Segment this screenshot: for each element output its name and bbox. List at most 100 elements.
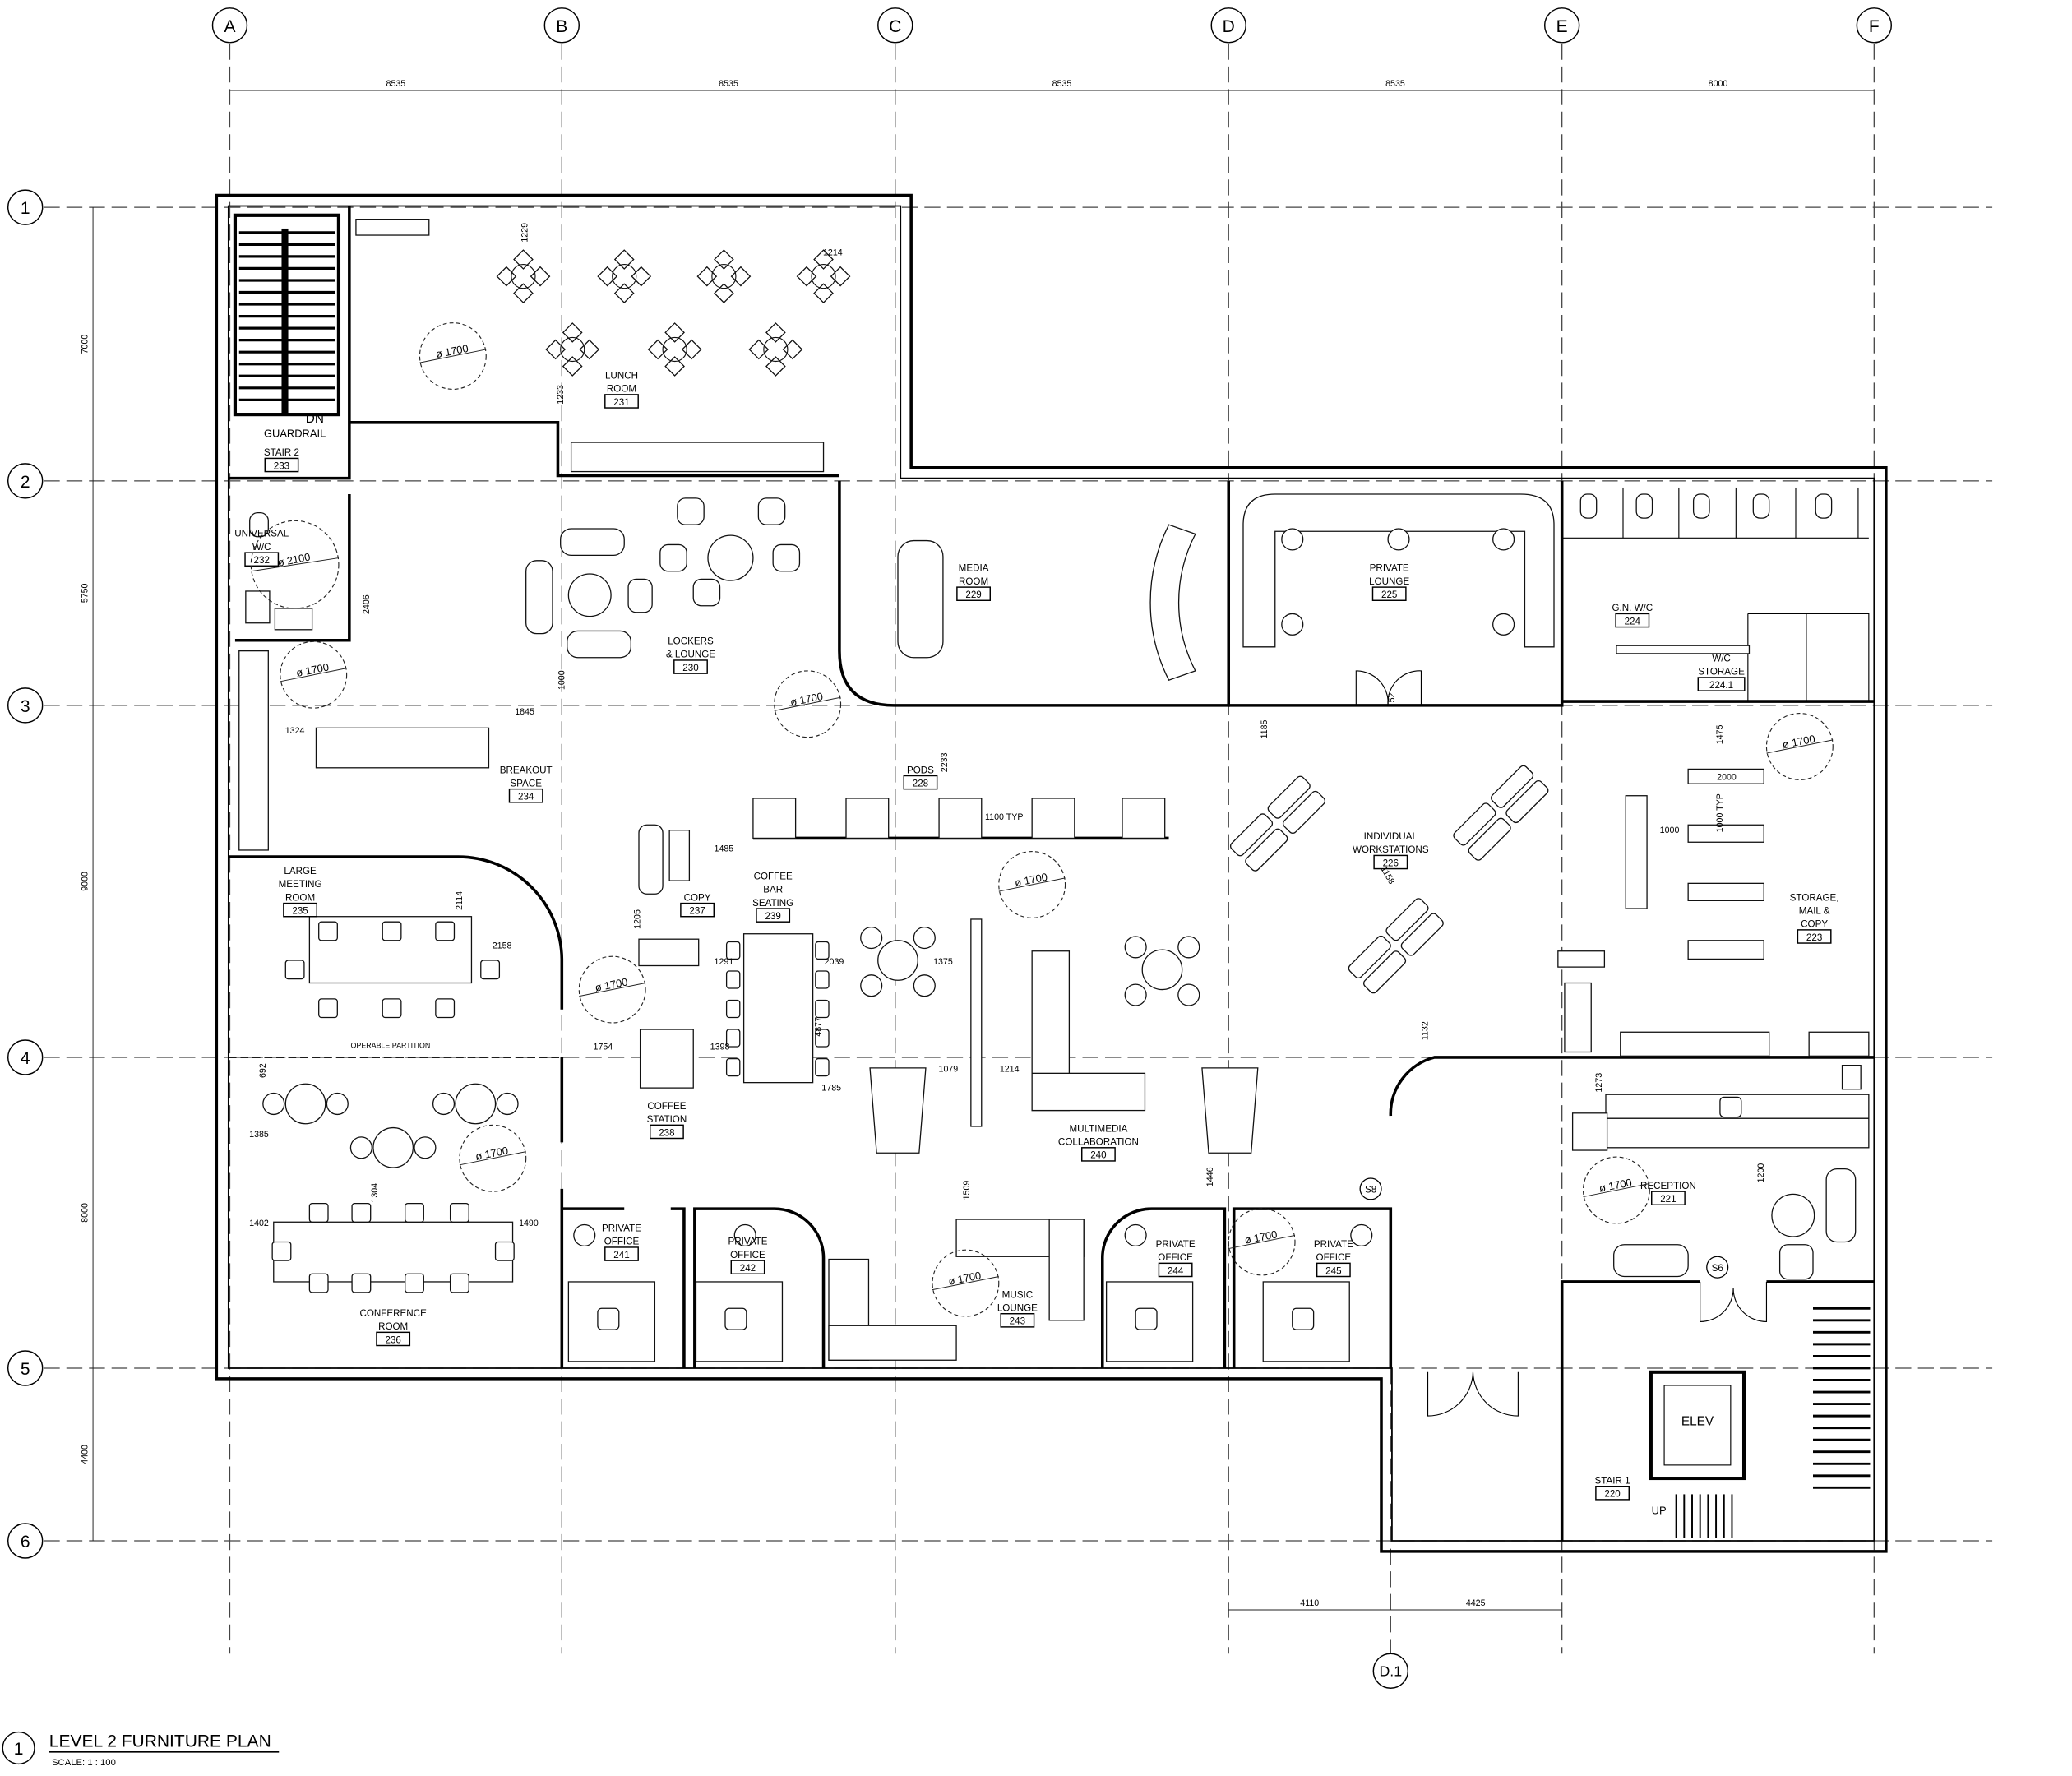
stool — [1492, 613, 1515, 636]
chair — [748, 339, 770, 360]
stool — [1387, 528, 1410, 551]
round-table — [372, 1126, 414, 1168]
turning-circle-label: ø 1700 — [947, 1269, 982, 1287]
lounge-chair — [627, 578, 653, 613]
room-name: PRIVATE — [1370, 563, 1409, 574]
dimension-text: 1446 — [1205, 1167, 1215, 1186]
elevator-car — [1663, 1385, 1732, 1466]
grid-label: 4 — [21, 1049, 30, 1068]
section-tag: S6 — [1712, 1263, 1723, 1274]
lounge-chair — [772, 543, 801, 572]
furniture — [238, 219, 1871, 1538]
room-name: COPY — [1801, 919, 1828, 930]
lounge-chair — [733, 1223, 756, 1246]
exterior-wall-outer — [215, 193, 1888, 1553]
lunch-table-set — [696, 249, 752, 304]
pod — [938, 798, 983, 839]
chair — [382, 921, 402, 941]
room-name: ROOM — [378, 1321, 408, 1332]
toilet — [1815, 493, 1833, 519]
copy-shelf — [668, 830, 691, 881]
room-number-box — [604, 394, 639, 409]
room-name: STORAGE — [1698, 667, 1745, 678]
chair — [351, 1273, 372, 1293]
toilet — [1692, 493, 1710, 519]
grid-label: B — [556, 17, 567, 36]
stool — [1281, 528, 1304, 551]
desk — [1267, 775, 1311, 819]
room-name: W/C — [1712, 654, 1731, 664]
lunch-table-set — [647, 322, 702, 377]
room-number: 221 — [1660, 1194, 1676, 1205]
chair — [545, 339, 567, 360]
lounge-chair — [573, 1223, 596, 1246]
room-name: OFFICE — [604, 1237, 640, 1247]
cabinet — [1841, 1065, 1862, 1090]
u-shaped-banquette — [1242, 493, 1555, 648]
lounge-chair — [326, 1092, 349, 1116]
room-number: 231 — [613, 397, 629, 408]
room-name: MUSIC — [1002, 1289, 1033, 1300]
chair — [579, 339, 600, 360]
chair — [271, 1241, 292, 1261]
room-name: ROOM — [959, 576, 988, 587]
room-name: UNIVERSAL — [234, 529, 289, 539]
lounge-chair — [757, 497, 786, 525]
desk — [1505, 779, 1549, 824]
accessible-fixture — [274, 608, 313, 631]
dimension-text: 1214 — [823, 247, 843, 257]
dimension-text: 2406 — [362, 594, 372, 614]
room-name: SEATING — [752, 898, 793, 909]
turning-circle-diameter — [579, 983, 646, 997]
room-number: 223 — [1806, 932, 1822, 943]
lounge-chair — [349, 1136, 372, 1159]
toilet — [1752, 493, 1770, 519]
sofa — [567, 630, 631, 659]
room-name: PRIVATE — [1156, 1239, 1196, 1250]
room-name: COLLABORATION — [1058, 1137, 1139, 1148]
bench-seating — [238, 650, 269, 851]
turning-circle-diameter — [1228, 1234, 1296, 1250]
chair — [813, 283, 834, 304]
lounge-chair — [1124, 936, 1147, 959]
room-number: 228 — [913, 778, 928, 789]
reception-desk — [1605, 1117, 1870, 1149]
room-name: PODS — [907, 765, 934, 775]
turning-circle — [578, 955, 646, 1024]
room-number-box — [1158, 1262, 1193, 1278]
plan-note: OPERABLE PARTITION — [351, 1042, 431, 1050]
table — [811, 264, 836, 289]
desk — [1245, 828, 1288, 872]
dimension-text: 1485 — [715, 844, 734, 854]
room-number-box — [956, 586, 991, 601]
row-spacing-dimension: 9000 — [81, 872, 90, 891]
media-screen-table — [869, 1067, 927, 1154]
turning-circle — [419, 322, 487, 390]
lounge-chair — [414, 1136, 437, 1159]
row-spacing-dimension: 4400 — [81, 1445, 90, 1464]
room-name: LOUNGE — [1369, 576, 1409, 587]
section-tag: S8 — [1365, 1185, 1376, 1196]
dimension-text: 1324 — [285, 726, 305, 736]
room-number: 241 — [613, 1250, 629, 1260]
bar-stool — [725, 970, 741, 989]
view-number-bubble — [2, 1731, 35, 1765]
elevator-shaft — [1649, 1370, 1746, 1481]
lunch-table-set — [748, 322, 803, 377]
room-name: STATION — [647, 1114, 687, 1125]
room-name: WORKSTATIONS — [1353, 844, 1429, 855]
chair — [562, 322, 583, 343]
dimension-text: 1214 — [1000, 1065, 1020, 1075]
copier — [1564, 982, 1592, 1053]
room-number: 232 — [254, 555, 270, 566]
dimension-text: 1229 — [520, 223, 530, 243]
turning-circle-label: ø 1700 — [594, 975, 628, 993]
media-table — [897, 539, 944, 659]
